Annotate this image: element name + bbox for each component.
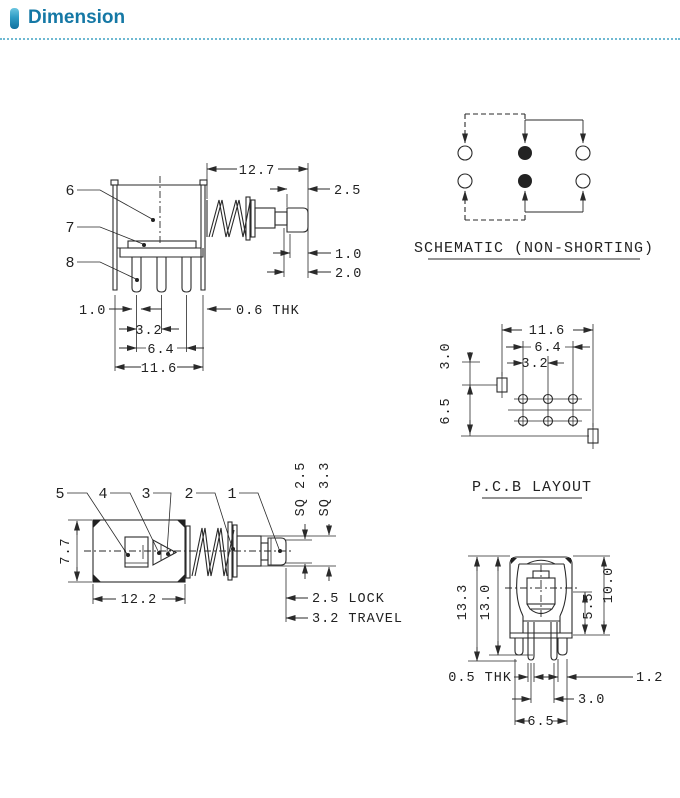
dim-sq-2-5: SQ 2.5 [294, 462, 309, 517]
dim-7-7: 7.7 [59, 537, 74, 564]
section-title: Dimension [28, 7, 126, 28]
dim-12-7: 12.7 [239, 164, 275, 179]
schematic-drawing: SCHEMATIC (NON-SHORTING) [414, 113, 654, 260]
dim-6-5: 6.5 [527, 715, 554, 730]
dim-sq-3-3: SQ 3.3 [318, 462, 333, 517]
pcb-layout-drawing: 11.6 6.4 3.2 3.0 6.5 P.C.B LAYOUT [439, 324, 599, 499]
top-view-drawing: 5 4 3 2 1 7.7 12.2 [55, 462, 403, 627]
dim-1-0-pin: 1.0 [79, 304, 106, 319]
pcb-dim-6-4: 6.4 [534, 341, 561, 356]
pcb-dim-3-2: 3.2 [521, 357, 548, 372]
part-label-1: 1 [227, 486, 236, 503]
pcb-dim-6-5: 6.5 [439, 397, 454, 424]
dim-travel: 3.2 TRAVEL [312, 612, 403, 627]
part-label-8: 8 [65, 255, 74, 272]
part-label-3: 3 [141, 486, 150, 503]
dim-0-6-thk: 0.6 THK [236, 304, 300, 319]
dim-2-5: 2.5 [334, 184, 361, 199]
dim-13-3: 13.3 [456, 584, 471, 620]
dim-3-0: 3.0 [578, 693, 605, 708]
section-header: Dimension [0, 0, 680, 40]
dim-12-2: 12.2 [121, 593, 157, 608]
section-marker-icon [10, 7, 19, 29]
dim-1-2: 1.2 [636, 671, 663, 686]
dim-13-0: 13.0 [479, 584, 494, 620]
pcb-title: P.C.B LAYOUT [472, 479, 592, 496]
dim-2-0: 2.0 [335, 267, 362, 282]
dim-5-5: 5.5 [582, 592, 597, 619]
side-view-drawing: 6 7 8 12.7 2.5 1.0 [65, 163, 362, 377]
dim-6-4: 6.4 [147, 343, 174, 358]
part-label-4: 4 [98, 486, 107, 503]
dim-11-6: 11.6 [141, 362, 177, 377]
part-label-5: 5 [55, 486, 64, 503]
front-view-drawing: 13.3 13.0 10.0 5.5 0.5 THK 1.2 3.0 [448, 555, 663, 730]
part-label-7: 7 [65, 220, 74, 237]
dim-0-5-thk: 0.5 THK [448, 671, 512, 686]
pcb-dim-11-6: 11.6 [529, 324, 565, 339]
schematic-title: SCHEMATIC (NON-SHORTING) [414, 240, 654, 257]
part-label-2: 2 [184, 486, 193, 503]
part-label-6: 6 [65, 183, 74, 200]
pcb-dim-3-0: 3.0 [439, 342, 454, 369]
dim-lock: 2.5 LOCK [312, 592, 385, 607]
dim-1-0-step: 1.0 [335, 248, 362, 263]
dim-3-2: 3.2 [135, 324, 162, 339]
dim-10-0: 10.0 [602, 567, 617, 603]
